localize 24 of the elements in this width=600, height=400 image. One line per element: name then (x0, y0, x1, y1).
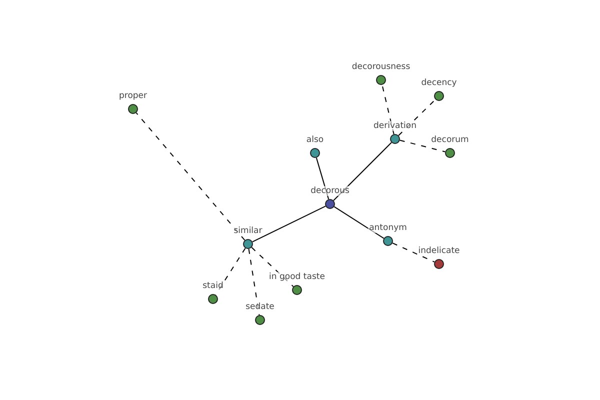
node-label: proper (118, 91, 148, 101)
node-label: also (305, 135, 325, 145)
node-label: derivation (372, 121, 418, 131)
connector-line (333, 142, 392, 201)
connector-line (382, 84, 394, 135)
node-label: similar (232, 226, 264, 236)
node-label: decency (420, 78, 458, 88)
node-label: staid (202, 281, 224, 291)
node-label: indelicate (417, 246, 461, 256)
node-label: in good taste (268, 272, 326, 282)
connector-line (136, 112, 246, 241)
connector-line (251, 246, 294, 288)
node-label: antonym (368, 223, 408, 233)
connector-line (316, 157, 330, 200)
connector-line (392, 242, 435, 262)
node-label: decorum (430, 135, 470, 145)
connector-line (399, 140, 446, 152)
node-label: sedate (244, 302, 276, 312)
node-label: decorous (310, 186, 350, 196)
connector-line (398, 99, 436, 136)
connector-line (252, 206, 326, 242)
node-label: decorousness (350, 62, 412, 72)
connector-line (334, 206, 384, 239)
connector-line (248, 248, 260, 316)
